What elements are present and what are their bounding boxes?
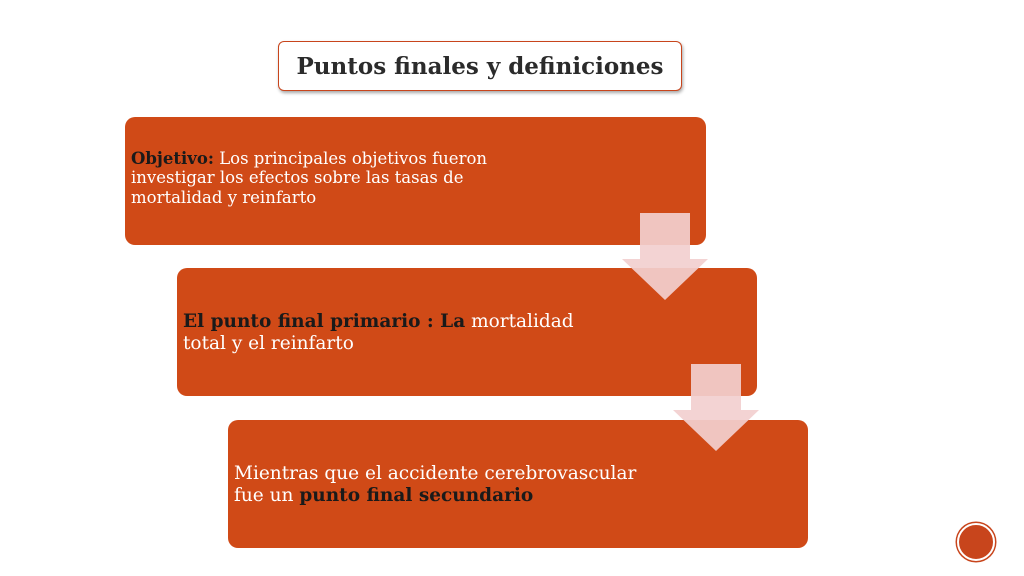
objective-step: Objetivo: Los principales objetivos fuer…	[125, 117, 706, 245]
primary-endpoint-step: El punto final primario : La mortalidad …	[177, 268, 757, 396]
slide-title: Puntos finales y definiciones	[278, 41, 682, 91]
secondary-endpoint-step: Mientras que el accidente cerebrovascula…	[228, 420, 808, 548]
secondary-endpoint-label: punto final secundario	[299, 485, 534, 506]
down-arrow-icon	[622, 213, 708, 300]
primary-endpoint-label: El punto final primario : La	[183, 311, 466, 333]
secondary-endpoint-text: Mientras que el accidente cerebrovascula…	[234, 463, 664, 507]
objective-label: Objetivo:	[131, 148, 214, 168]
objective-text: Objetivo: Los principales objetivos fuer…	[131, 149, 521, 207]
slide-number-badge	[957, 523, 995, 561]
secondary-endpoint-lead: Mientras que el accidente cerebrovascula…	[234, 463, 637, 506]
primary-endpoint-description: mortalidad total y el reinfarto	[183, 311, 574, 354]
primary-endpoint-text: El punto final primario : La mortalidad …	[183, 311, 603, 355]
down-arrow-icon	[673, 364, 759, 451]
objective-description: Los principales objetivos fueron investi…	[131, 148, 488, 207]
